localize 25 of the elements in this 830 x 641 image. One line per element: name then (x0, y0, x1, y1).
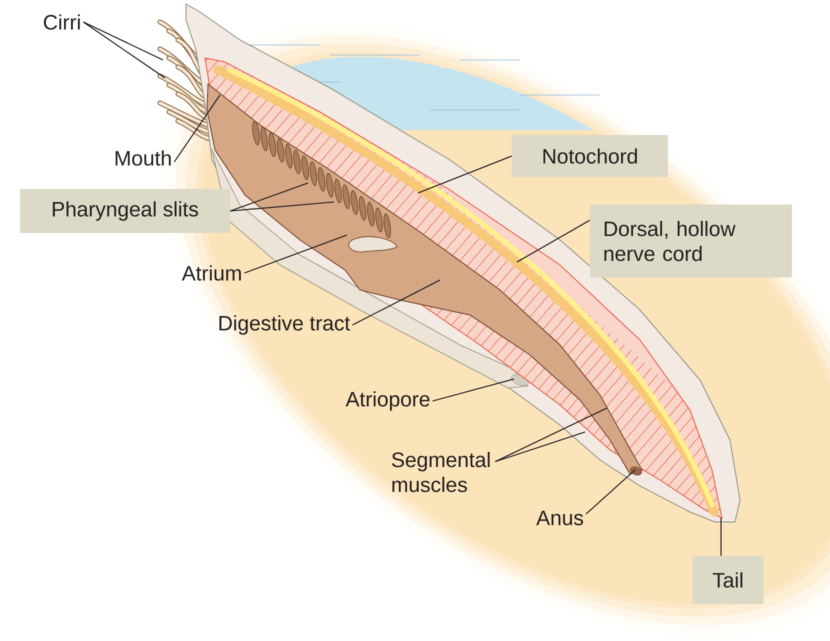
leader-line (418, 155, 512, 194)
leader-line (352, 280, 440, 326)
leader-line (83, 22, 164, 60)
leader-line (230, 201, 334, 212)
label-box: Tail (692, 556, 764, 604)
part-label: Digestive tract (219, 315, 350, 335)
part-label: Mouth (116, 150, 171, 166)
leader-line (495, 431, 586, 462)
part-label: Atrium (182, 265, 241, 281)
leader-line (83, 22, 166, 78)
part-label: Anus (536, 510, 584, 526)
part-label: Cirri (44, 14, 80, 30)
leader-line (516, 220, 590, 262)
leader-line (586, 470, 636, 514)
part-label: Atriopore (346, 391, 430, 411)
leader-line (432, 378, 514, 402)
leader-line (244, 234, 348, 274)
leader-line (230, 182, 308, 212)
leader-line (494, 408, 608, 462)
label-box: Pharyngeal slits (20, 189, 230, 233)
label-box: Notochord (512, 135, 668, 177)
leader-line (720, 518, 722, 556)
label-box: Dorsal, hollow nerve cord (590, 204, 792, 278)
part-label: Segmental muscles (392, 452, 490, 492)
leader-line (174, 94, 220, 162)
